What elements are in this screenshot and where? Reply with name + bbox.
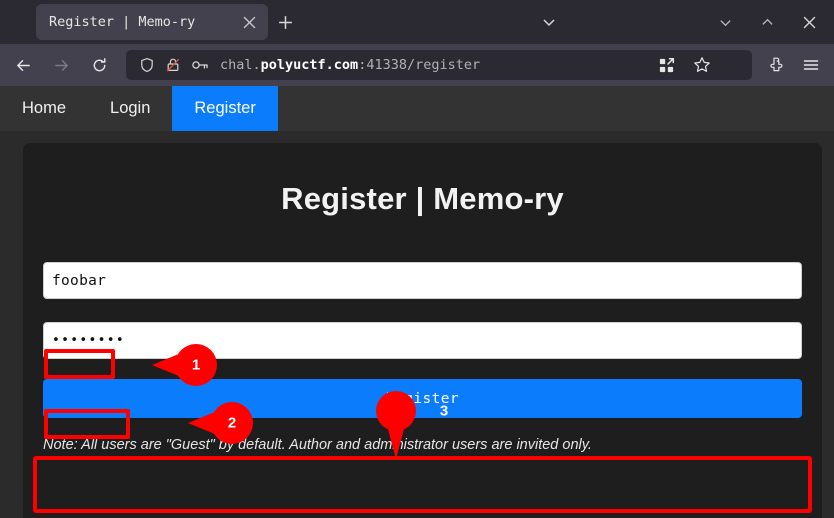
tab-title: Register | Memo-ry (49, 14, 196, 30)
nav-label-home: Home (22, 99, 67, 117)
url-bar[interactable]: chal.polyuctf.com:41338/register (126, 50, 752, 80)
tab-bar-right-controls (528, 0, 834, 44)
note-text: Note: All users are "Guest" by default. … (43, 437, 592, 453)
back-arrow-icon[interactable] (8, 50, 38, 80)
page-title: Register | Memo-ry (281, 181, 564, 216)
username-input[interactable]: foobar (43, 262, 802, 299)
register-button[interactable]: Register (43, 379, 802, 418)
username-value: foobar (52, 272, 107, 289)
new-tab-button[interactable] (273, 10, 297, 34)
url-bar-actions (646, 50, 722, 80)
extensions-grid-icon[interactable] (651, 50, 681, 80)
tab-bar: Register | Memo-ry (0, 0, 834, 44)
tab-close-icon[interactable] (238, 11, 260, 33)
page-content: Home Login Register Register | Memo-ry f… (0, 86, 834, 518)
forward-arrow-icon (46, 50, 76, 80)
url-host: polyuctf.com (260, 57, 359, 73)
url-text: chal.polyuctf.com:41338/register (220, 57, 480, 73)
window-close-icon[interactable] (794, 7, 824, 37)
url-bar-icons (134, 57, 214, 73)
reload-icon[interactable] (84, 50, 114, 80)
browser-toolbar: chal.polyuctf.com:41338/register (0, 44, 834, 86)
hamburger-menu-icon[interactable] (796, 50, 826, 80)
browser-tab[interactable]: Register | Memo-ry (36, 4, 268, 40)
register-card: Register | Memo-ry foobar •••••••• Regis… (23, 143, 822, 518)
maximize-icon[interactable] (752, 7, 782, 37)
minimize-icon[interactable] (710, 7, 740, 37)
star-icon[interactable] (687, 50, 717, 80)
window-controls (704, 7, 830, 37)
password-input[interactable]: •••••••• (43, 322, 802, 359)
shield-icon[interactable] (139, 57, 155, 73)
sidebar-item-login[interactable]: Login (88, 86, 172, 131)
sidebar-item-home[interactable]: Home (0, 86, 88, 131)
nav-label-register: Register (194, 99, 256, 117)
url-suffix: :41338/register (358, 57, 481, 73)
nav-label-login: Login (110, 99, 151, 117)
password-value: •••••••• (52, 333, 126, 348)
site-navigation: Home Login Register (0, 86, 834, 131)
sidebar-item-register[interactable]: Register (172, 86, 278, 131)
tab-list-chevron-down-icon[interactable] (534, 7, 564, 37)
register-button-label: Register (385, 390, 460, 407)
url-prefix: chal. (220, 57, 261, 73)
puzzle-piece-icon[interactable] (761, 50, 791, 80)
key-icon[interactable] (191, 57, 209, 73)
broken-lock-icon[interactable] (165, 57, 181, 73)
